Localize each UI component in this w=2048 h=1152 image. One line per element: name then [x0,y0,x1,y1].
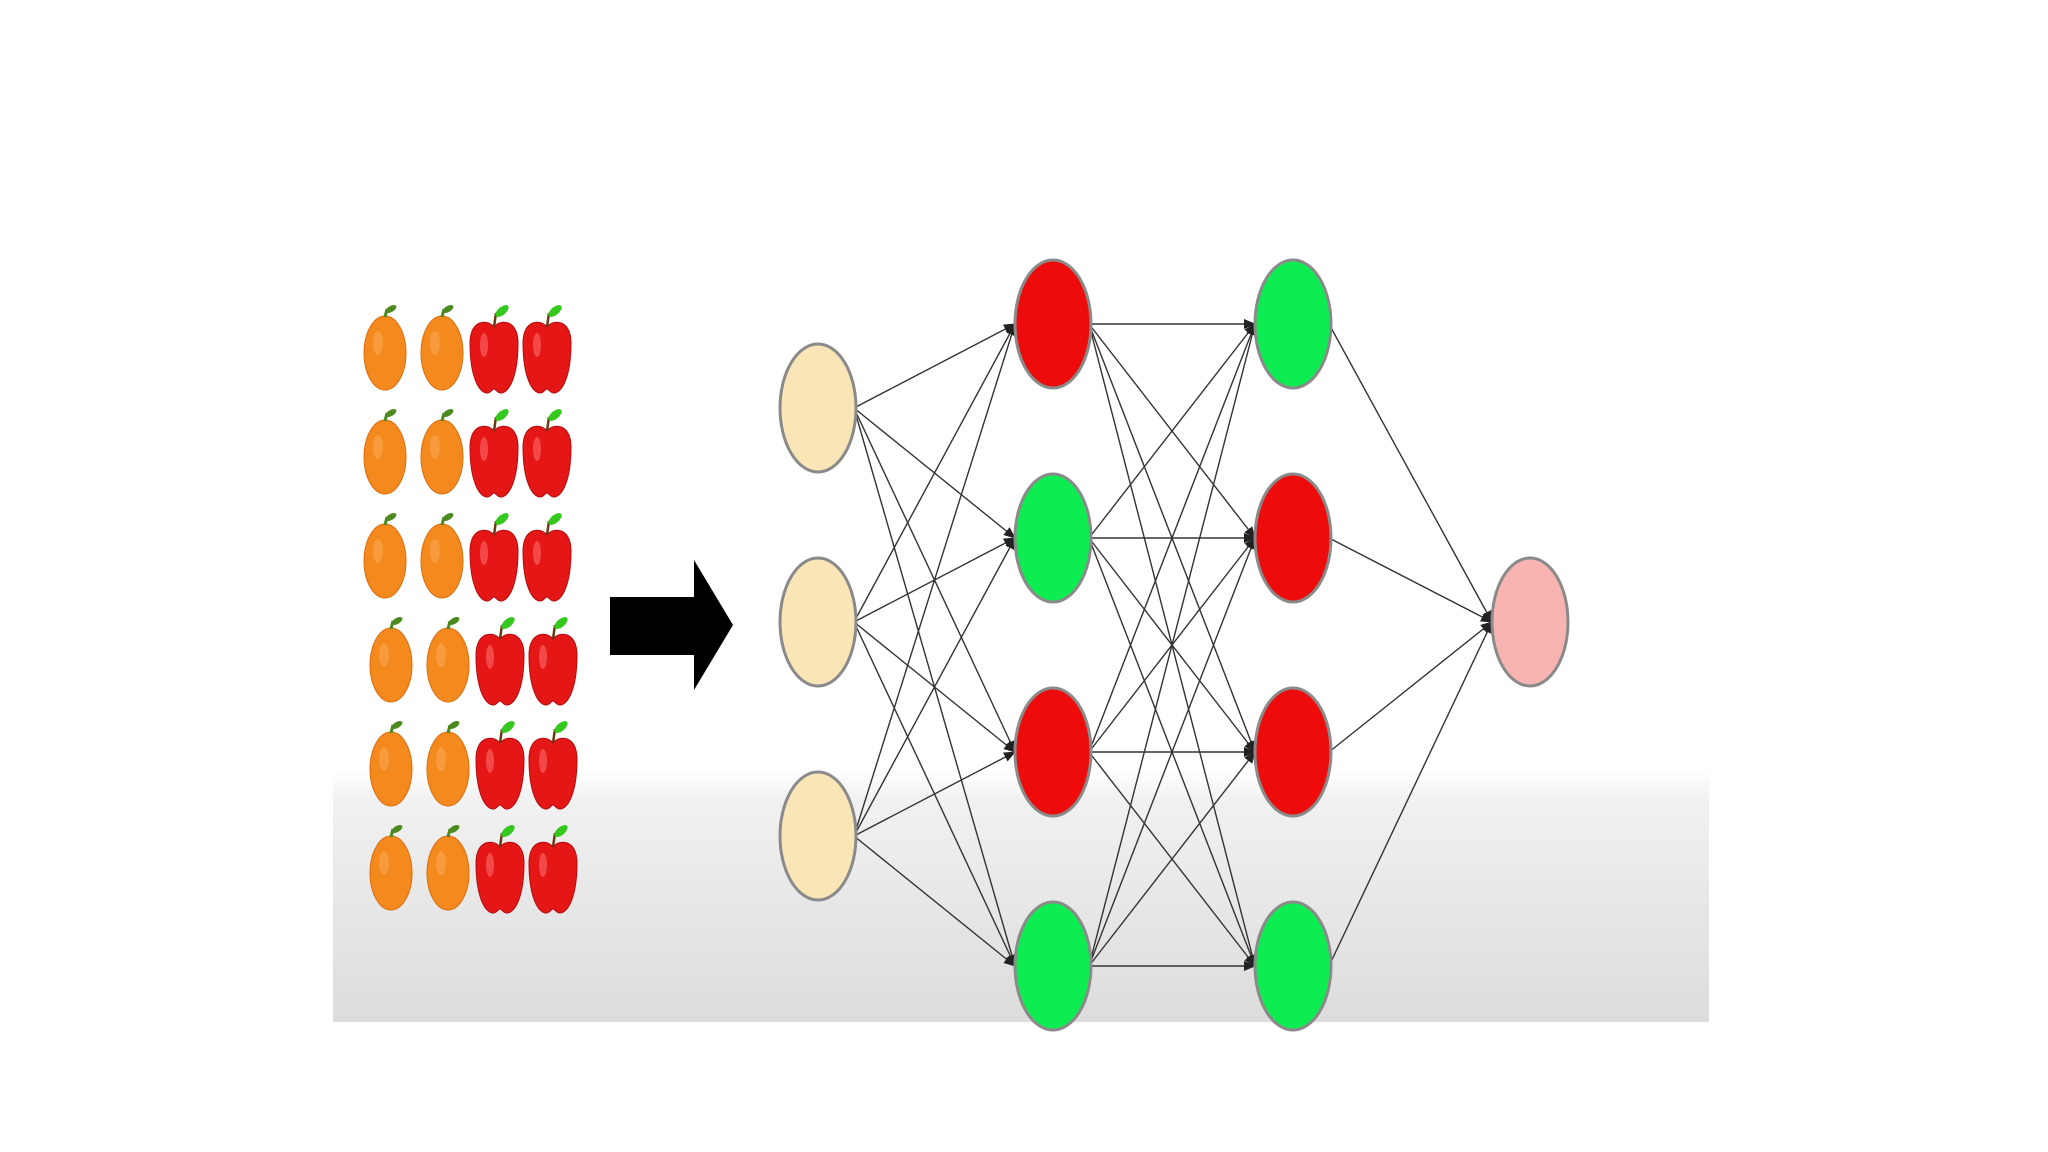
connection-line [1328,621,1493,967]
apple-icon [528,825,578,914]
apple-icon [469,409,519,498]
hidden1-node [1013,472,1093,604]
orange-icon [420,513,464,599]
orange-icon [420,305,464,391]
orange-icon [363,305,407,391]
hidden2-node [1253,686,1333,818]
apple-icon [522,305,572,394]
connection-line [1328,537,1493,623]
apple-icon [522,409,572,498]
orange-icon [369,721,413,807]
apple-icon [469,305,519,394]
orange-icon [363,409,407,495]
connection-line [1088,323,1256,539]
hidden2-node [1253,258,1333,390]
connection-line [853,751,1016,837]
connection-line [853,323,1016,409]
connection-line [853,323,1017,837]
apple-icon [475,825,525,914]
orange-icon [369,617,413,703]
connection-line [853,323,1016,623]
hidden2-node [1253,472,1333,604]
big-arrow [610,560,733,690]
apple-icon [528,617,578,706]
connection-line [853,537,1016,837]
input-node [778,770,858,902]
output-node [1490,556,1570,688]
fruit-grid [363,305,578,914]
network-connections [853,319,1493,971]
orange-icon [363,513,407,599]
apple-icon [469,513,519,602]
network-nodes [778,258,1570,1032]
apple-icon [475,721,525,810]
connection-line [1088,537,1256,967]
orange-icon [369,825,413,911]
connection-line [1088,323,1256,753]
connection-line [1088,751,1256,967]
hidden1-node [1013,258,1093,390]
hidden1-node [1013,686,1093,818]
orange-icon [426,721,470,807]
connection-line [1328,323,1493,623]
orange-icon [426,617,470,703]
apple-icon [475,617,525,706]
connection-line [1088,323,1258,967]
hidden2-node [1253,900,1333,1032]
arrow-icon [610,560,733,690]
connection-line [853,835,1016,967]
hidden1-node [1013,900,1093,1032]
orange-icon [420,409,464,495]
apple-icon [522,513,572,602]
apple-icon [528,721,578,810]
input-node [778,342,858,474]
orange-icon [426,825,470,911]
connection-line [1328,621,1493,753]
input-node [778,556,858,688]
